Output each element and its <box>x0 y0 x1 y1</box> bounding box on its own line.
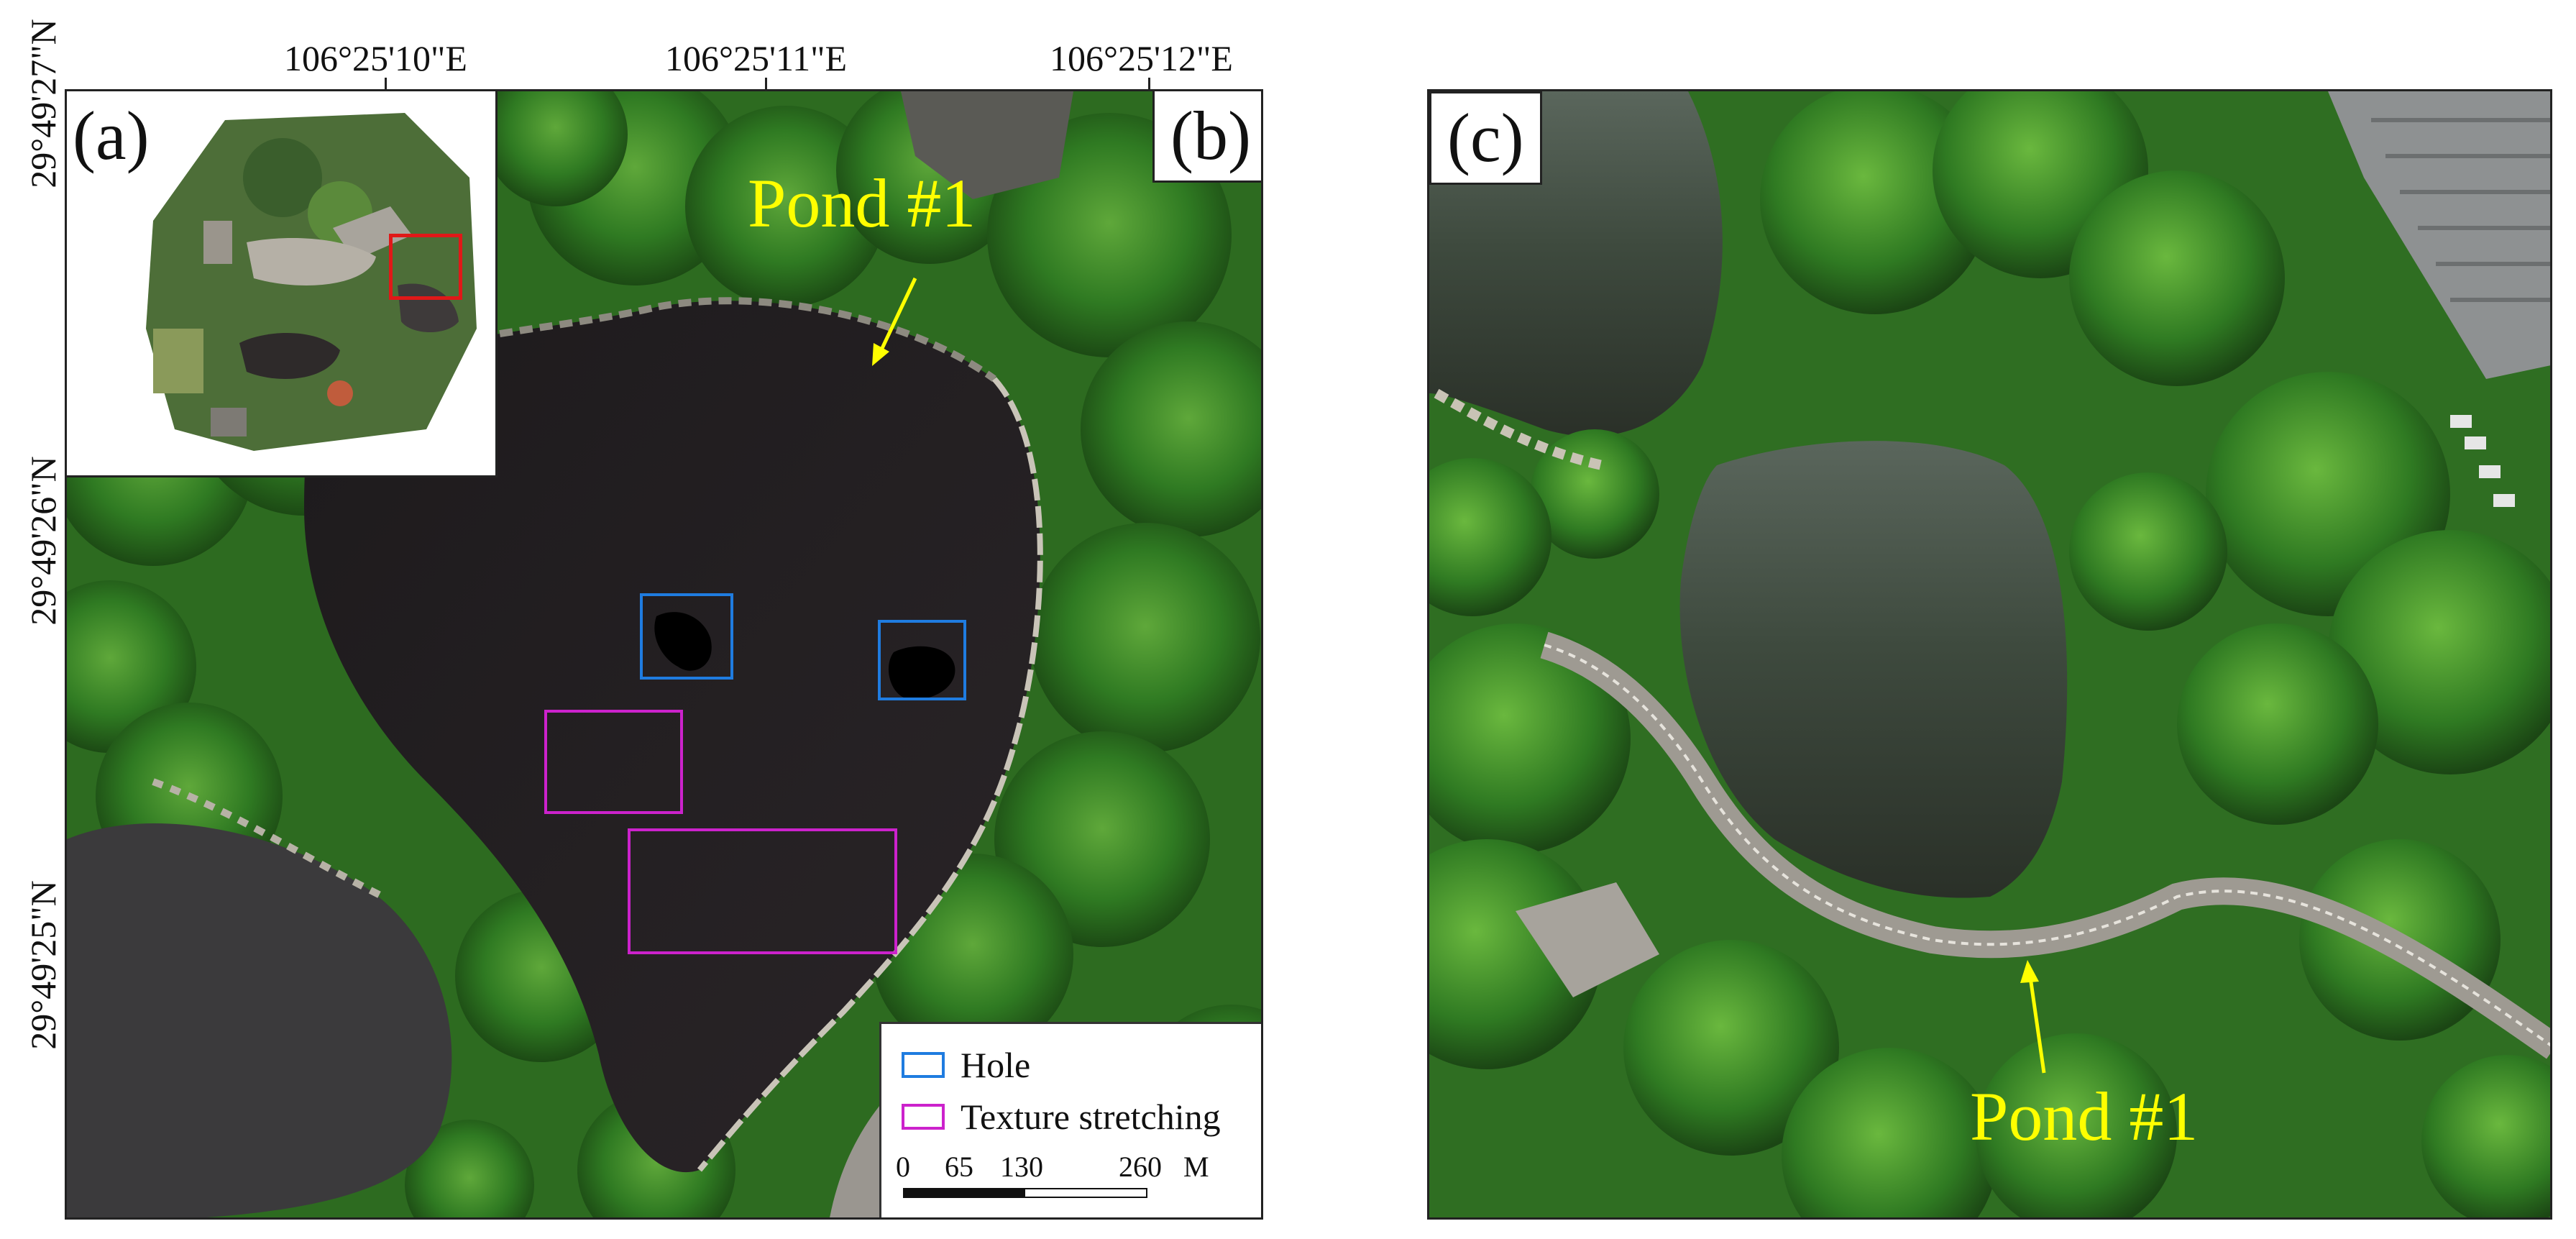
panel-label-b: (b) <box>1152 91 1261 183</box>
pond-label-b: Pond #1 <box>748 165 976 242</box>
top-tick-2: 106°25'11"E <box>665 38 848 78</box>
scale-tick-130: 130 <box>1000 1151 1043 1183</box>
legend-texture-label: Texture stretching <box>961 1097 1221 1137</box>
legend-row-hole: Hole <box>902 1044 1030 1086</box>
left-tick-3: 29°49'25"N <box>23 880 63 1050</box>
texture-box-1 <box>544 710 683 814</box>
scale-tick-65: 65 <box>945 1151 973 1183</box>
inset-locator-box <box>389 234 462 300</box>
panel-c-aerial-image <box>1429 91 2550 1217</box>
texture-swatch <box>902 1104 945 1130</box>
scale-tick-260: 260 <box>1119 1151 1162 1183</box>
top-tick-mark-3 <box>1148 78 1150 89</box>
legend-row-texture: Texture stretching <box>902 1096 1221 1138</box>
texture-box-2 <box>628 828 897 954</box>
scale-tick-0: 0 <box>896 1151 910 1183</box>
pond-arrow-c <box>2020 960 2046 1074</box>
left-tick-1: 29°49'27"N <box>23 19 63 188</box>
pond-label-c: Pond #1 <box>1970 1078 2199 1155</box>
legend: Hole Texture stretching 0 65 130 260 M <box>879 1022 1261 1217</box>
top-tick-mark-1 <box>385 78 387 89</box>
left-tick-2: 29°49'26"N <box>23 456 63 626</box>
scale-bar <box>903 1188 1147 1198</box>
panel-a-overview-map <box>146 113 477 451</box>
top-tick-mark-2 <box>765 78 767 89</box>
panel-label-c: (c) <box>1429 91 1542 185</box>
panel-label-a: (a) <box>73 97 150 174</box>
hole-box-1 <box>640 593 733 680</box>
legend-hole-label: Hole <box>961 1045 1031 1085</box>
scale-unit: M <box>1183 1151 1209 1183</box>
hole-box-2 <box>878 620 966 700</box>
hole-swatch <box>902 1052 945 1078</box>
panel-a-inset: (a) <box>65 89 498 477</box>
panel-c-photo: (c) Pond #1 <box>1427 89 2552 1220</box>
top-tick-1: 106°25'10"E <box>284 38 467 78</box>
pond-arrow-b <box>872 277 917 366</box>
top-tick-3: 106°25'12"E <box>1050 38 1233 78</box>
